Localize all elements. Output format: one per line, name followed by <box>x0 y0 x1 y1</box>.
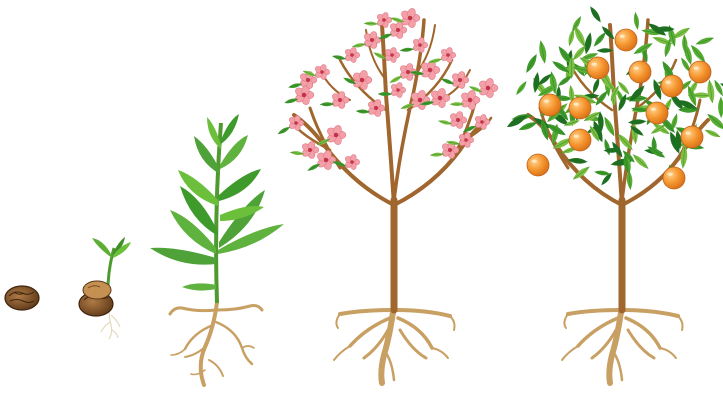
blossom-icon <box>331 91 349 110</box>
stage-fruiting <box>505 5 723 383</box>
leaf-icon <box>290 150 304 156</box>
split-seed-icon <box>79 281 113 316</box>
peach-pit-icon <box>5 286 39 310</box>
leaf-icon <box>378 92 392 96</box>
peach-icon <box>615 29 637 51</box>
blossom-icon <box>384 47 400 63</box>
leaf-icon <box>524 53 539 74</box>
leaf-icon <box>320 102 334 106</box>
roots-icon <box>170 302 262 385</box>
leaf-icon <box>695 35 715 46</box>
blossom-icon <box>314 64 330 80</box>
peach-icon <box>629 61 651 83</box>
peach-icon <box>539 94 561 116</box>
blossom-icon <box>440 47 456 63</box>
leaf-icon <box>591 77 601 94</box>
peach-icon <box>569 129 591 151</box>
blossom-icon <box>478 77 498 98</box>
blossom-icon <box>316 149 336 170</box>
blossom-icon <box>352 69 372 90</box>
peach-icon <box>661 75 683 97</box>
blossom-icon <box>451 71 469 90</box>
stage-seed <box>5 286 39 310</box>
leaf-icon <box>567 28 576 46</box>
leaf-icon <box>628 119 647 125</box>
peach-icon <box>587 57 609 79</box>
leaf-icon <box>400 47 414 52</box>
young-plant-icon <box>150 114 284 303</box>
blossom-icon <box>376 12 392 28</box>
blossom-icon <box>326 124 346 145</box>
blossom-icon <box>344 154 360 170</box>
peach-icon <box>646 102 668 124</box>
leaf-icon <box>704 128 721 139</box>
leaf-icon <box>356 109 370 114</box>
peach-icon <box>663 167 685 189</box>
stage-seedling <box>150 114 284 385</box>
peach-icon <box>569 97 591 119</box>
leaf-icon <box>514 80 528 96</box>
blossom-icon <box>288 115 304 131</box>
leaf-icon <box>706 79 716 103</box>
blossom-cluster <box>288 7 498 170</box>
blossom-icon <box>412 37 428 53</box>
blossom-icon <box>449 111 467 130</box>
leaf-icon <box>430 152 444 157</box>
peach-icon <box>527 154 549 176</box>
leaf-icon <box>277 125 291 135</box>
blossom-icon <box>344 47 360 63</box>
leaf-icon <box>592 31 607 48</box>
peach-icon <box>689 61 711 83</box>
stage-germination <box>79 237 131 339</box>
blossom-icon <box>390 82 406 98</box>
leaf-icon <box>537 40 548 64</box>
leaf-icon <box>603 138 612 156</box>
leaf-icon <box>364 21 378 26</box>
roots-icon <box>334 305 455 383</box>
stage-flowering <box>277 7 498 383</box>
peach-icon <box>681 126 703 148</box>
leaf-icon <box>588 5 603 24</box>
blossom-icon <box>367 99 385 118</box>
blossom-icon <box>460 89 480 110</box>
leaf-icon <box>718 97 723 118</box>
leaf-icon <box>633 12 640 30</box>
roots-icon <box>562 305 683 383</box>
